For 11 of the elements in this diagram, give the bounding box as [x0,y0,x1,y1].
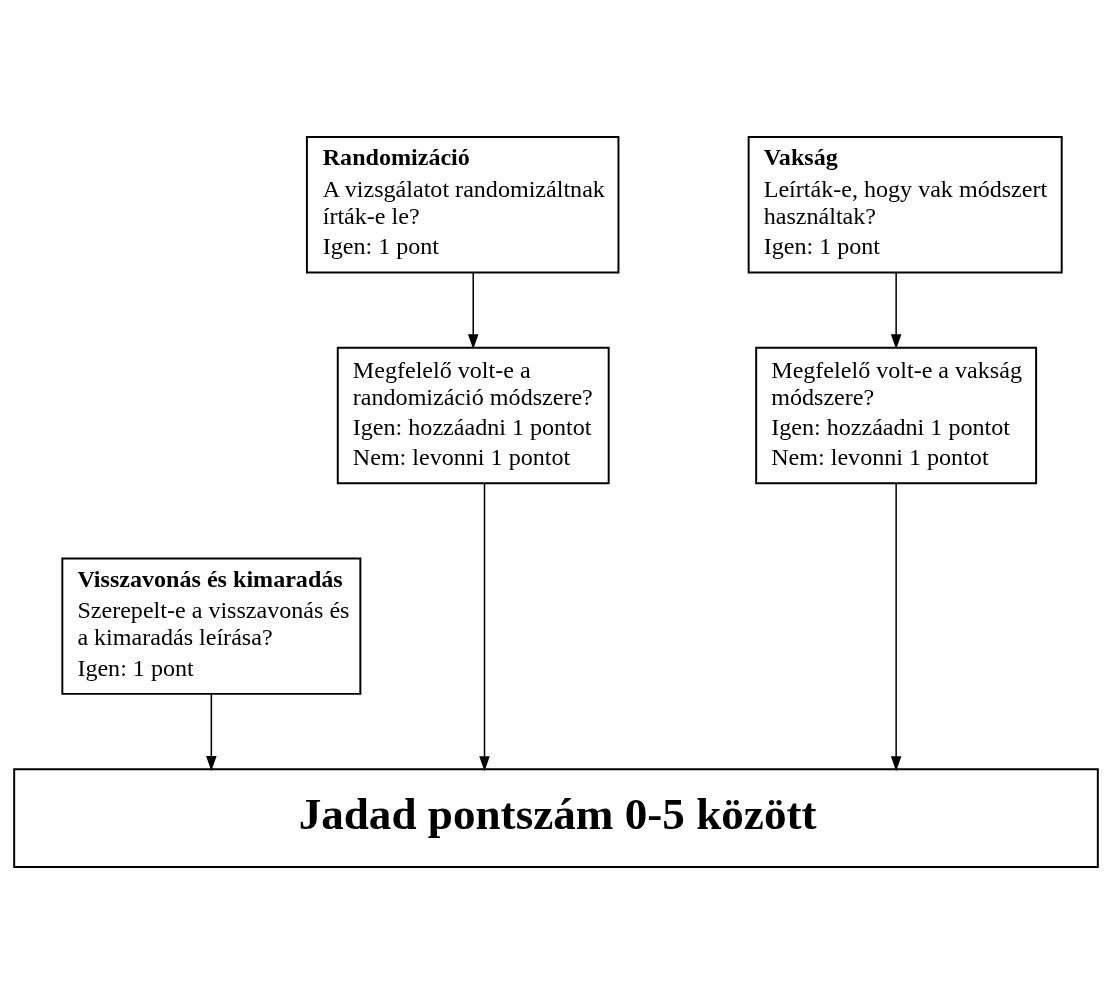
arrow [890,482,902,772]
node-box: Jadad pontszám 0-5 között [13,768,1099,868]
arrow [206,693,217,772]
node-box: Vakság Leírták-e, hogy vak módszert használtak? Igen: 1 pont [747,136,1063,274]
node-box: Visszavonás és kimaradás Szerepelt-e a visszavonás és a kimaradás leírása? Igen: 1 pont [61,557,362,695]
arrow [890,271,902,350]
arrow [467,271,479,350]
node-box: Megfelelő volt-e a vakság módszere? Igen: hozzáadni 1 pontot Nem: levonni 1 pontot [755,346,1038,485]
arrow [479,482,490,772]
node-box: Randomizáció A vizsgálatot randomizáltnak írták-e le? Igen: 1 pont [305,136,620,274]
node-box: Megfelelő volt-e a randomizáció módszere? Igen: hozzáadni 1 pontot Nem: levonni 1 pontot [336,346,610,485]
